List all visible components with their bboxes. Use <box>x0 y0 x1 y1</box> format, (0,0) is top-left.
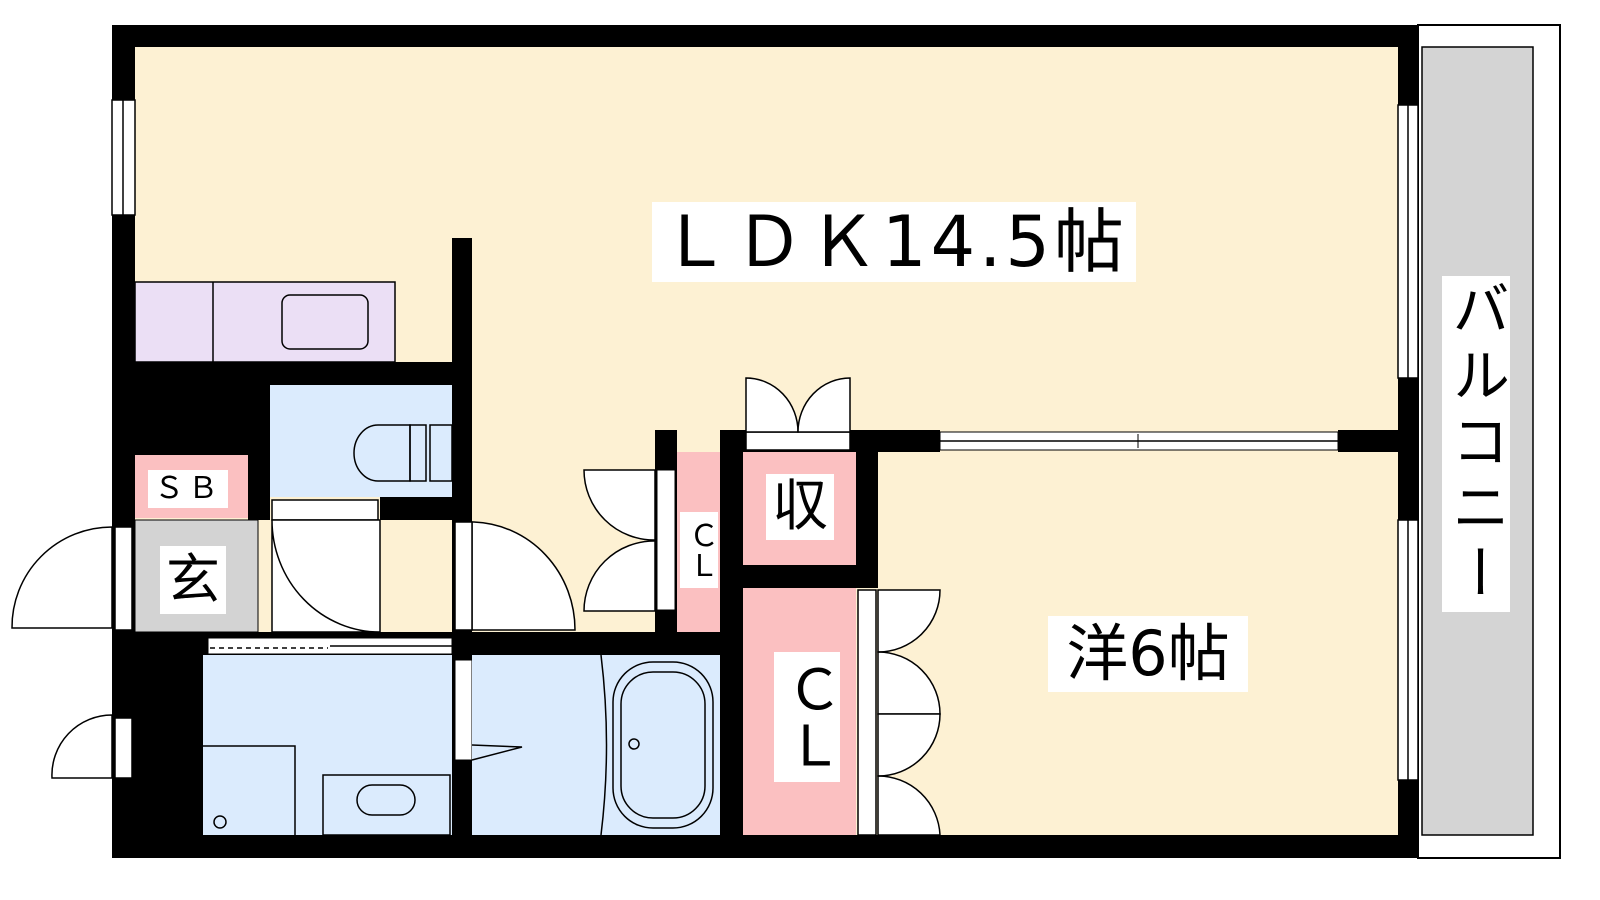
toilet-room <box>270 385 452 497</box>
windows <box>111 99 1419 781</box>
washroom <box>203 655 452 835</box>
room-label-closet-large: ＣＬ <box>774 652 842 782</box>
room-label-balcony: バルコニー <box>1442 276 1510 612</box>
room-label-closet-small: ＣＬ <box>680 512 718 588</box>
bathtub-icon <box>471 654 714 836</box>
kitchen-counter <box>134 281 396 363</box>
toilet-icon <box>353 424 453 482</box>
room-label-storage: 収 <box>766 474 834 540</box>
door-swings <box>11 519 576 779</box>
room-label-shoe-box: ＳＢ <box>148 470 228 508</box>
room-label-western: 洋6帖 <box>1048 616 1248 692</box>
bathroom <box>472 655 720 835</box>
washbasin-icon <box>203 745 451 836</box>
room-label-entrance: 玄 <box>160 546 226 614</box>
room-label-ldk: ＬＤＫ14.5帖 <box>652 202 1136 282</box>
sink-icon <box>281 294 369 350</box>
